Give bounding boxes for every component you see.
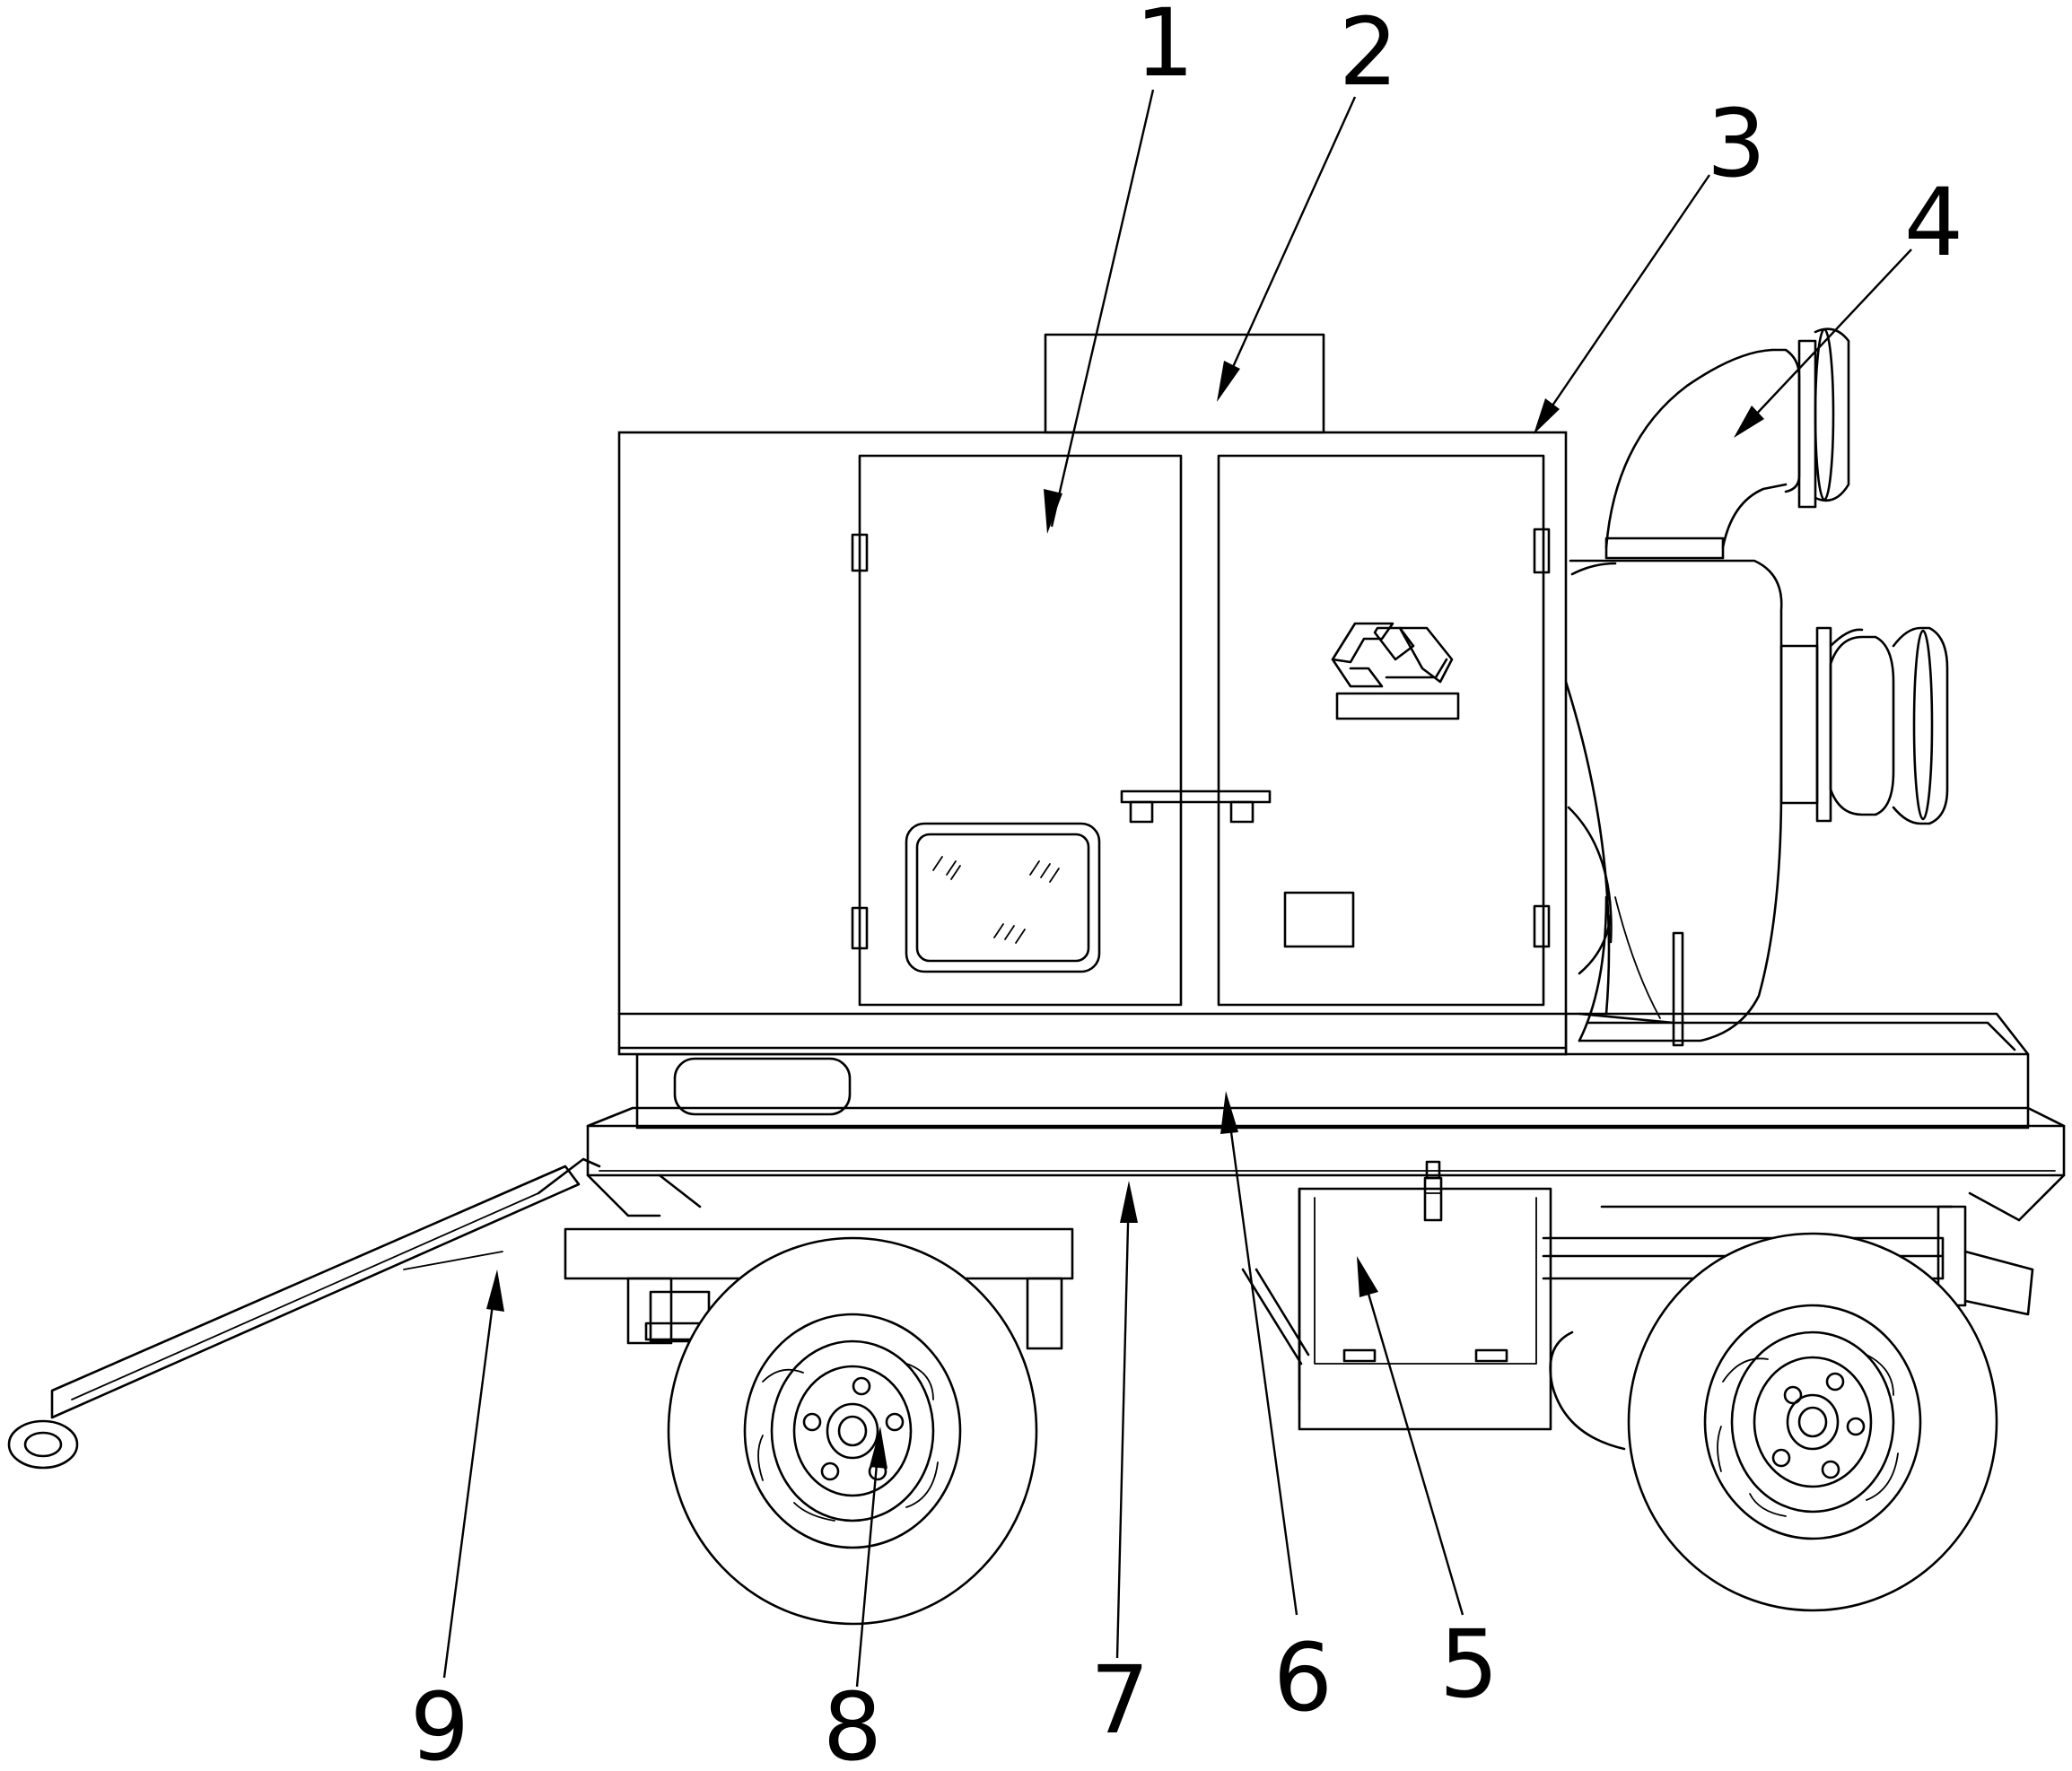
tow-bar [7, 1157, 601, 1470]
callout-2: 2 [1339, 0, 1398, 107]
callout-5: 5 [1439, 1610, 1499, 1719]
callout-4: 4 [1904, 168, 1963, 277]
pump-assembly [1564, 327, 1949, 1047]
callout-6: 6 [1273, 1623, 1333, 1732]
callout-3: 3 [1707, 89, 1766, 198]
callout-leaders [442, 89, 1912, 1688]
trailer-deck [586, 1106, 2066, 1222]
callout-9: 9 [410, 1672, 469, 1771]
recycle-logo-icon [1331, 622, 1460, 720]
tool-box [1298, 1160, 1552, 1431]
callout-labels: 1 2 3 4 5 6 7 8 9 [410, 0, 1963, 1771]
callout-7: 7 [1090, 1645, 1150, 1755]
engine-enclosure [617, 333, 1568, 1056]
enclosure-doors [851, 454, 1551, 1007]
callout-8: 8 [823, 1672, 882, 1771]
rear-wheel [1549, 1232, 1998, 1612]
callout-1: 1 [1135, 0, 1194, 98]
front-wheel [667, 1236, 1038, 1626]
